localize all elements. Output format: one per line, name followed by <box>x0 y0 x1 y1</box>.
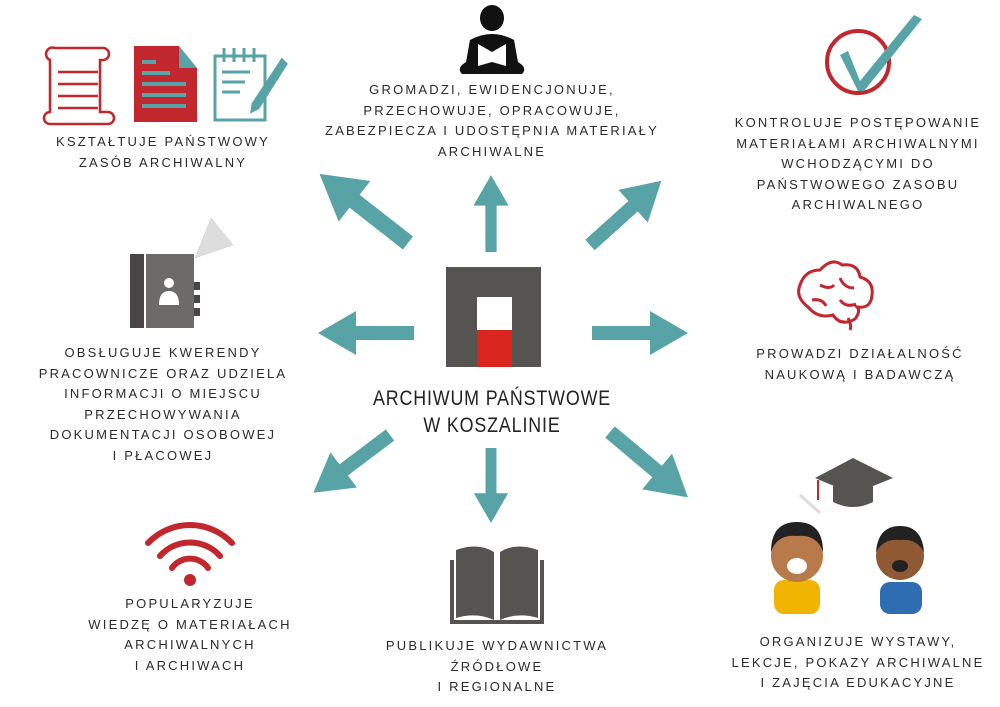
arrow-right <box>592 311 688 355</box>
task-publish-text: PUBLIKUJE WYDAWNICTWA ŹRÓDŁOWE I REGIONA… <box>386 636 608 698</box>
text-line: LEKCJE, POKAZY ARCHIWALNE <box>731 654 985 670</box>
text-line: GROMADZI, EWIDENCJONUJE, <box>369 82 615 97</box>
text-line: PUBLIKUJE WYDAWNICTWA <box>385 638 609 653</box>
archive-name: ARCHIWUM PAŃSTWOWE W KOSZALINIE <box>373 385 611 439</box>
text-line: ARCHIWALNEGO <box>791 197 925 212</box>
text-line: PROWADZI DZIAŁALNOŚĆ <box>756 346 964 361</box>
text-line: WIEDZĘ O MATERIAŁACH <box>88 616 292 632</box>
task-queries-text: OBSŁUGUJE KWERENDY PRACOWNICZE ORAZ UDZI… <box>39 343 288 466</box>
text-line: KSZTAŁTUJE PAŃSTWOWY <box>56 134 270 149</box>
text-line: PRZECHOWUJE, OPRACOWUJE, <box>363 102 621 118</box>
text-line: OBSŁUGUJE KWERENDY <box>64 345 262 360</box>
girl-icon <box>771 522 823 614</box>
text-line: PRZECHOWYWANIA <box>84 406 242 422</box>
text-line: INFORMACJI O MIEJSCU <box>64 386 262 401</box>
scroll-icon <box>42 46 116 126</box>
documents-icon <box>42 46 288 126</box>
brain-icon <box>797 260 874 331</box>
text-line: PRACOWNICZE ORAZ UDZIELA <box>38 365 288 381</box>
boy-icon <box>876 526 924 614</box>
text-line: NAUKOWĄ I BADAWCZĄ <box>764 366 956 382</box>
text-line: I ZAJĘCIA EDUKACYJNE <box>760 675 956 690</box>
wifi-icon <box>145 522 235 586</box>
text-line: PAŃSTWOWEGO ZASOBU <box>756 176 960 192</box>
archive-logo <box>446 267 541 367</box>
task-control-text: KONTROLUJE POSTĘPOWANIE MATERIAŁAMI ARCH… <box>735 113 982 216</box>
text-line: ARCHIWALNE <box>437 143 547 159</box>
task-research-text: PROWADZI DZIAŁALNOŚĆ NAUKOWĄ I BADAWCZĄ <box>756 344 963 385</box>
text-line: ZABEZPIECZA I UDOSTĘPNIA MATERIAŁY <box>325 123 659 138</box>
text-line: POPULARYZUJE <box>125 596 255 611</box>
title-line: ARCHIWUM PAŃSTWOWE <box>372 387 612 410</box>
text-line: I PŁACOWEJ <box>112 447 214 463</box>
arrow-up-right <box>575 164 677 262</box>
arrow-left <box>318 311 414 355</box>
text-line: I ARCHIWACH <box>134 657 246 673</box>
text-line: WCHODZĄCYMI DO <box>781 156 935 171</box>
text-line: DOKUMENTACJI OSOBOWEJ <box>49 427 277 442</box>
text-line: ARCHIWALNYCH <box>124 637 256 652</box>
notepad-icon <box>213 48 288 122</box>
task-educate-text: ORGANIZUJE WYSTAWY, LEKCJE, POKAZY ARCHI… <box>732 632 985 694</box>
arrow-down <box>473 448 509 523</box>
arrow-up <box>473 175 509 252</box>
text-line: MATERIAŁAMI ARCHIWALNYMI <box>736 135 980 151</box>
text-line: KONTROLUJE POSTĘPOWANIE <box>734 115 982 130</box>
text-line: I REGIONALNE <box>437 679 557 694</box>
task-popularize-text: POPULARYZUJE WIEDZĘ O MATERIAŁACH ARCHIW… <box>88 594 291 676</box>
open-book-icon <box>450 546 544 624</box>
document-icon <box>134 46 197 122</box>
address-book-icon <box>130 218 233 328</box>
text-line: ŹRÓDŁOWE <box>450 658 544 674</box>
arrow-down-right <box>595 414 703 516</box>
title-line: W KOSZALINIE <box>423 414 561 437</box>
task-collect-text: GROMADZI, EWIDENCJONUJE, PRZECHOWUJE, OP… <box>325 80 659 162</box>
students-icon <box>771 458 924 614</box>
reading-person-icon <box>459 5 525 74</box>
checkmark-icon <box>825 15 922 95</box>
text-line: ORGANIZUJE WYSTAWY, <box>759 634 957 649</box>
arrow-up-left <box>303 153 424 264</box>
text-line: ZASÓB ARCHIWALNY <box>78 154 248 170</box>
task-shape-text: KSZTAŁTUJE PAŃSTWOWY ZASÓB ARCHIWALNY <box>56 132 270 173</box>
